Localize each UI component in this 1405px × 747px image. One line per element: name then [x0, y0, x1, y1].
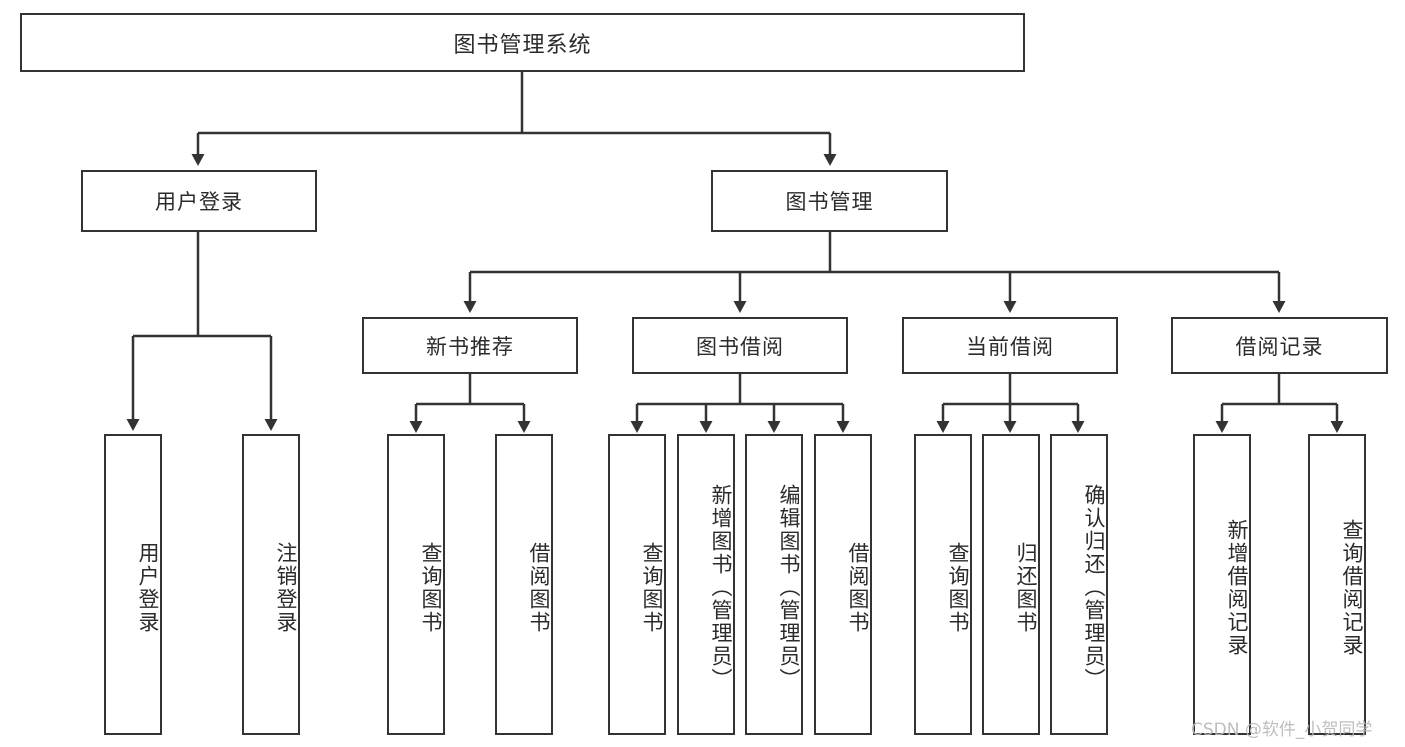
node-label: 用户登录	[136, 541, 160, 634]
node-label: 新书推荐	[426, 334, 514, 359]
node-label: 图书管理系统	[453, 32, 592, 58]
leaf-add-book-admin[interactable]: 新增图书（管理员）	[677, 434, 735, 735]
leaf-query-book-2[interactable]: 查询图书	[608, 434, 666, 735]
node-new-book-recommend[interactable]: 新书推荐	[362, 317, 578, 374]
node-label: 查询借阅记录	[1340, 518, 1364, 657]
node-user-login[interactable]: 用户登录	[81, 170, 317, 232]
leaf-borrow-book-1[interactable]: 借阅图书	[495, 434, 553, 735]
node-book-borrow[interactable]: 图书借阅	[632, 317, 848, 374]
node-label: 借阅记录	[1235, 334, 1324, 359]
node-current-borrow[interactable]: 当前借阅	[902, 317, 1118, 374]
leaf-return-book[interactable]: 归还图书	[982, 434, 1040, 735]
node-label: 图书管理	[785, 190, 874, 214]
node-label: 新增图书（管理员）	[709, 484, 733, 691]
node-label: 注销登录	[274, 541, 298, 634]
leaf-borrow-book-2[interactable]: 借阅图书	[814, 434, 872, 735]
leaf-add-borrow-record[interactable]: 新增借阅记录	[1193, 434, 1251, 735]
csdn-watermark: CSDN @软件_小贺同学	[1191, 720, 1373, 740]
node-label: 图书借阅	[696, 334, 784, 359]
leaf-user-login[interactable]: 用户登录	[104, 434, 162, 735]
leaf-edit-book-admin[interactable]: 编辑图书（管理员）	[745, 434, 803, 735]
node-root-system[interactable]: 图书管理系统	[20, 13, 1025, 72]
leaf-query-book-1[interactable]: 查询图书	[387, 434, 445, 735]
node-label: 编辑图书（管理员）	[777, 484, 801, 691]
node-label: 当前借阅	[966, 334, 1054, 359]
node-label: 借阅图书	[527, 541, 551, 634]
node-label: 确认归还（管理员）	[1082, 484, 1106, 691]
node-label: 用户登录	[155, 190, 243, 214]
node-label: 借阅图书	[846, 541, 870, 634]
node-book-manage[interactable]: 图书管理	[711, 170, 948, 232]
leaf-confirm-return-admin[interactable]: 确认归还（管理员）	[1050, 434, 1108, 735]
leaf-query-borrow-record[interactable]: 查询借阅记录	[1308, 434, 1366, 735]
leaf-query-book-3[interactable]: 查询图书	[914, 434, 972, 735]
node-label: 查询图书	[946, 541, 970, 634]
node-label: 查询图书	[640, 541, 664, 634]
node-borrow-record[interactable]: 借阅记录	[1171, 317, 1388, 374]
node-label: 归还图书	[1014, 541, 1038, 634]
node-label: 查询图书	[419, 541, 443, 634]
node-label: 新增借阅记录	[1225, 518, 1249, 657]
leaf-logout-login[interactable]: 注销登录	[242, 434, 300, 735]
